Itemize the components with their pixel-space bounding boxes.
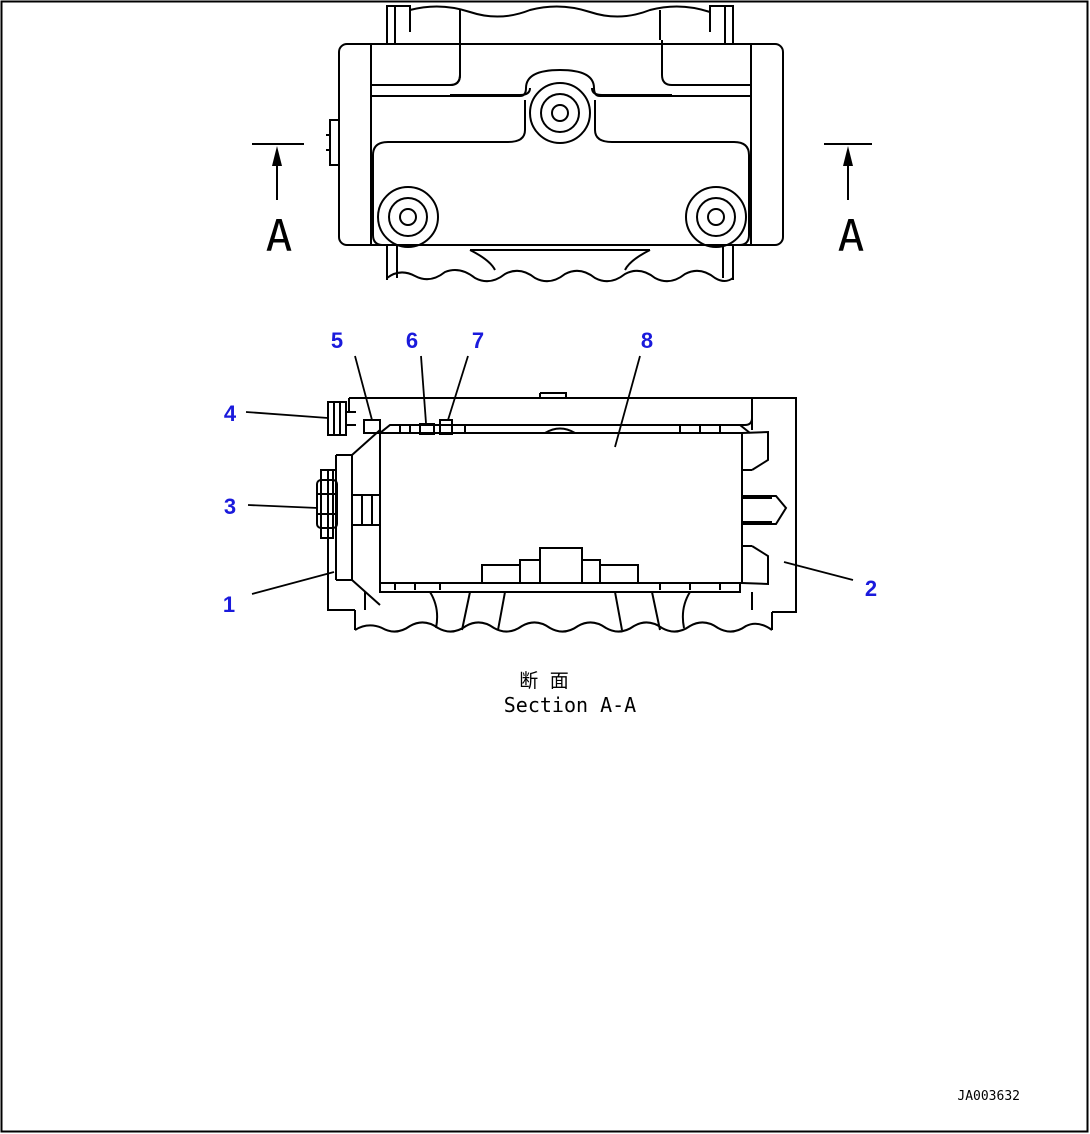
caption-english: Section A-A [504,693,636,717]
section-view [316,392,797,633]
section-marker-right: A [824,143,872,262]
drawing-number: JA003632 [957,1089,1020,1104]
callout-6: 6 [406,328,418,353]
callout-4: 4 [224,401,237,426]
callout-8: 8 [641,328,653,353]
callout-1: 1 [223,592,235,617]
leader-lines [245,355,854,595]
top-view [326,5,784,283]
callouts: 1 2 3 4 5 6 7 8 [223,328,877,617]
section-marker-left: A [252,143,304,262]
callout-5: 5 [331,328,343,353]
section-label-left: A [266,211,293,262]
callout-2: 2 [865,576,877,601]
caption-japanese: 断 面 [519,670,568,692]
section-label-right: A [838,211,865,262]
callout-7: 7 [472,328,484,353]
callout-3: 3 [224,494,236,519]
